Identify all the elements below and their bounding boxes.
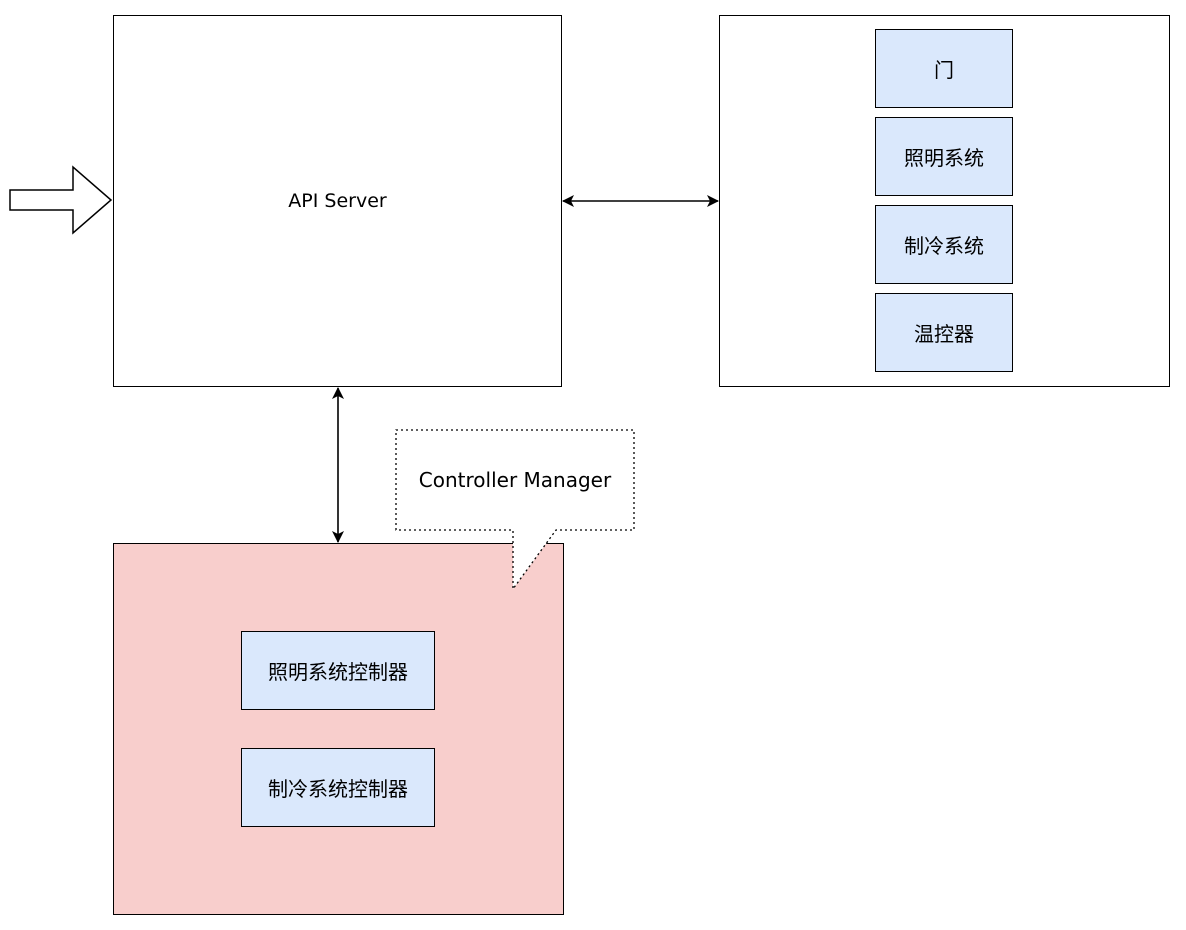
device-lighting-system: 照明系统 xyxy=(875,117,1013,196)
input-arrow-icon xyxy=(9,165,113,235)
controller-manager-callout xyxy=(395,429,635,591)
lighting-system-controller: 照明系统控制器 xyxy=(241,631,435,710)
device-cooling-system: 制冷系统 xyxy=(875,205,1013,284)
controller-manager-callout-label: Controller Manager xyxy=(418,468,612,492)
device-thermostat: 温控器 xyxy=(875,293,1013,372)
cooling-system-controller: 制冷系统控制器 xyxy=(241,748,435,827)
device-door: 门 xyxy=(875,29,1013,108)
controller-manager-panel xyxy=(113,543,564,915)
api-server-box xyxy=(113,15,562,387)
api-server-label: API Server xyxy=(288,189,387,212)
